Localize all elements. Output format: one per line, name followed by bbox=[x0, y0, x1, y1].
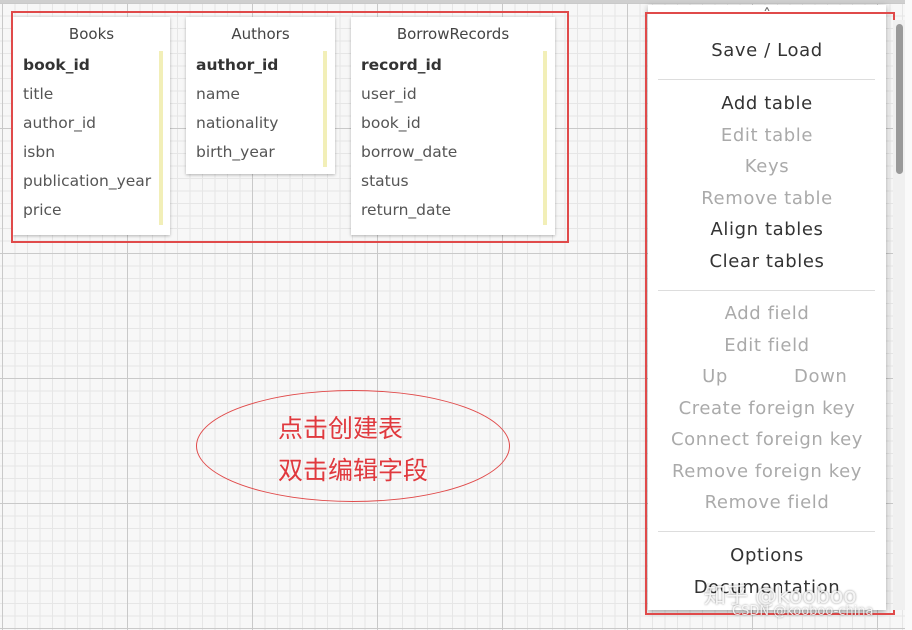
field-list: book_id title author_id isbn publication… bbox=[13, 51, 170, 229]
menu-edit-field[interactable]: Edit field bbox=[724, 335, 810, 356]
annotation-ellipse bbox=[196, 390, 510, 502]
window-edge bbox=[905, 0, 912, 630]
field-row[interactable]: title bbox=[23, 85, 54, 103]
scrollbar-thumb[interactable] bbox=[896, 24, 903, 174]
menu-add-table[interactable]: Add table bbox=[721, 93, 813, 114]
field-row[interactable]: isbn bbox=[23, 143, 56, 161]
collapse-icon[interactable]: ˄ bbox=[763, 5, 771, 24]
top-border bbox=[0, 0, 912, 3]
annotation-text-create-table: 点击创建表 bbox=[278, 414, 404, 443]
field-row[interactable]: return_date bbox=[361, 201, 452, 219]
menu-save-load[interactable]: Save / Load bbox=[711, 40, 823, 61]
table-books[interactable]: Books book_id title author_id isbn publi… bbox=[13, 17, 170, 235]
menu-align-tables[interactable]: Align tables bbox=[710, 219, 824, 240]
field-row[interactable]: publication_year bbox=[23, 172, 152, 190]
field-row[interactable]: name bbox=[196, 85, 240, 103]
menu-documentation[interactable]: Documentation bbox=[693, 577, 841, 598]
annotation-text-edit-field: 双击编辑字段 bbox=[278, 456, 429, 485]
menu-add-field[interactable]: Add field bbox=[724, 303, 810, 324]
field-row[interactable]: borrow_date bbox=[361, 143, 458, 161]
watermark-zhihu: 知乎 @kooboo bbox=[704, 584, 857, 609]
field-row[interactable]: status bbox=[361, 172, 409, 190]
scrollbar[interactable] bbox=[893, 20, 905, 610]
field-row[interactable]: user_id bbox=[361, 85, 417, 103]
menu-keys[interactable]: Keys bbox=[744, 156, 790, 177]
table-borrow-records[interactable]: BorrowRecords record_id user_id book_id … bbox=[351, 17, 555, 235]
key-indicator bbox=[159, 51, 163, 225]
field-row[interactable]: book_id bbox=[361, 114, 421, 132]
field-row[interactable]: price bbox=[23, 201, 62, 219]
menu-remove-table[interactable]: Remove table bbox=[701, 188, 833, 209]
key-indicator bbox=[543, 51, 547, 225]
menu-create-foreign-key[interactable]: Create foreign key bbox=[678, 398, 856, 419]
menu-connect-foreign-key[interactable]: Connect foreign key bbox=[670, 429, 864, 450]
menu-down[interactable]: Down bbox=[794, 366, 848, 387]
table-title[interactable]: Books bbox=[68, 25, 115, 43]
menu-separator bbox=[658, 290, 875, 291]
menu-remove-field[interactable]: Remove field bbox=[704, 492, 830, 513]
field-list: author_id name nationality birth_year bbox=[186, 51, 335, 171]
field-row[interactable]: author_id bbox=[23, 114, 96, 132]
key-indicator bbox=[323, 51, 327, 167]
menu-edit-table[interactable]: Edit table bbox=[720, 125, 814, 146]
menu-separator bbox=[658, 79, 875, 80]
table-title[interactable]: BorrowRecords bbox=[396, 25, 510, 43]
menu-separator bbox=[658, 531, 875, 532]
menu-up[interactable]: Up bbox=[702, 366, 728, 387]
menu-clear-tables[interactable]: Clear tables bbox=[709, 251, 825, 272]
field-row[interactable]: record_id bbox=[361, 56, 442, 74]
field-row[interactable]: birth_year bbox=[196, 143, 275, 161]
field-row[interactable]: nationality bbox=[196, 114, 279, 132]
table-title[interactable]: Authors bbox=[231, 25, 290, 43]
side-menu: ˄ Save / Load Add table Edit table Keys … bbox=[648, 5, 886, 610]
field-list: record_id user_id book_id borrow_date st… bbox=[351, 51, 555, 229]
table-authors[interactable]: Authors author_id name nationality birth… bbox=[186, 17, 335, 174]
watermark-csdn: CSDN @kooboo-china bbox=[732, 604, 874, 619]
menu-remove-foreign-key[interactable]: Remove foreign key bbox=[671, 461, 863, 482]
menu-options[interactable]: Options bbox=[730, 545, 804, 566]
field-row[interactable]: author_id bbox=[196, 56, 279, 74]
field-row[interactable]: book_id bbox=[23, 56, 90, 74]
